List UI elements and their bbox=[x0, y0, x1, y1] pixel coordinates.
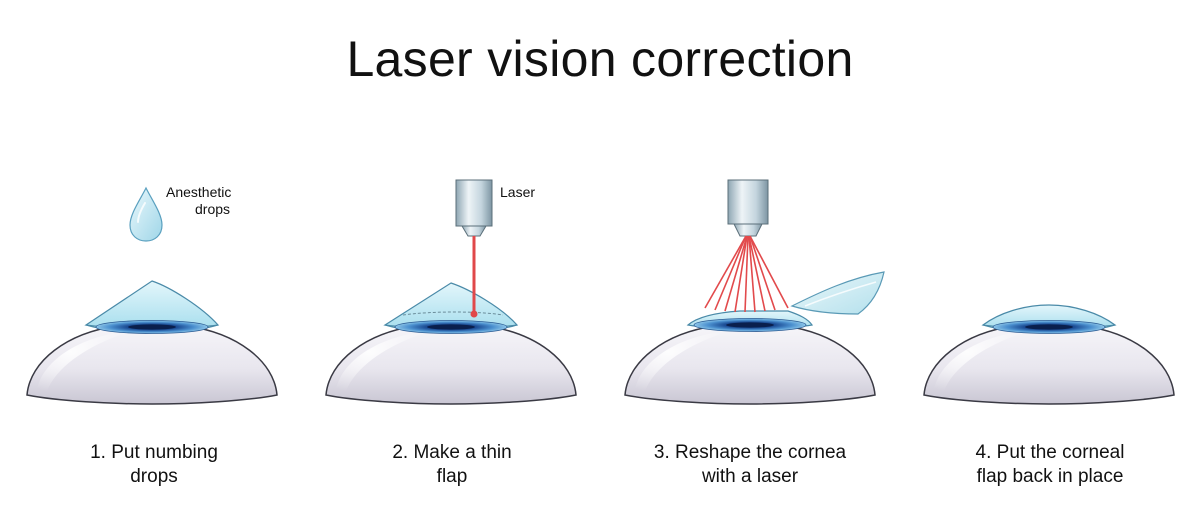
anesthetic-drop-icon bbox=[129, 186, 163, 242]
step-4-caption-line2: flap back in place bbox=[976, 466, 1124, 487]
step-1-eye bbox=[26, 280, 278, 405]
laser-device-icon bbox=[455, 179, 493, 318]
step-4-caption-line1: 4. Put the corneal bbox=[975, 442, 1125, 463]
step-3-caption-line2: with a laser bbox=[701, 466, 799, 487]
step-1-caption-line1: 1. Put numbing bbox=[90, 442, 218, 463]
step-4-caption: 4. Put the corneal flap back in place bbox=[900, 441, 1200, 489]
step-3-eye bbox=[624, 310, 876, 405]
laser-array-icon bbox=[704, 179, 789, 313]
anesthetic-drops-label: Anesthetic drops bbox=[166, 184, 231, 218]
step-2-caption-line2: flap bbox=[436, 466, 468, 487]
step-2-eye bbox=[325, 282, 577, 405]
step-3-caption-line1: 3. Reshape the cornea bbox=[653, 442, 847, 463]
anesthetic-drops-label-line2: drops bbox=[195, 201, 231, 217]
page-title: Laser vision correction bbox=[346, 31, 854, 87]
step-1-caption: 1. Put numbing drops bbox=[4, 441, 304, 489]
anesthetic-drops-label-line1: Anesthetic bbox=[166, 184, 232, 200]
step-3-caption: 3. Reshape the cornea with a laser bbox=[600, 441, 900, 489]
laser-label: Laser bbox=[500, 184, 536, 200]
step-2-caption: 2. Make a thin flap bbox=[302, 441, 602, 489]
step-1-caption-line2: drops bbox=[130, 466, 178, 487]
step-2-caption-line1: 2. Make a thin bbox=[392, 442, 512, 463]
corneal-flap-icon bbox=[790, 271, 885, 315]
step-4-eye bbox=[923, 304, 1175, 405]
